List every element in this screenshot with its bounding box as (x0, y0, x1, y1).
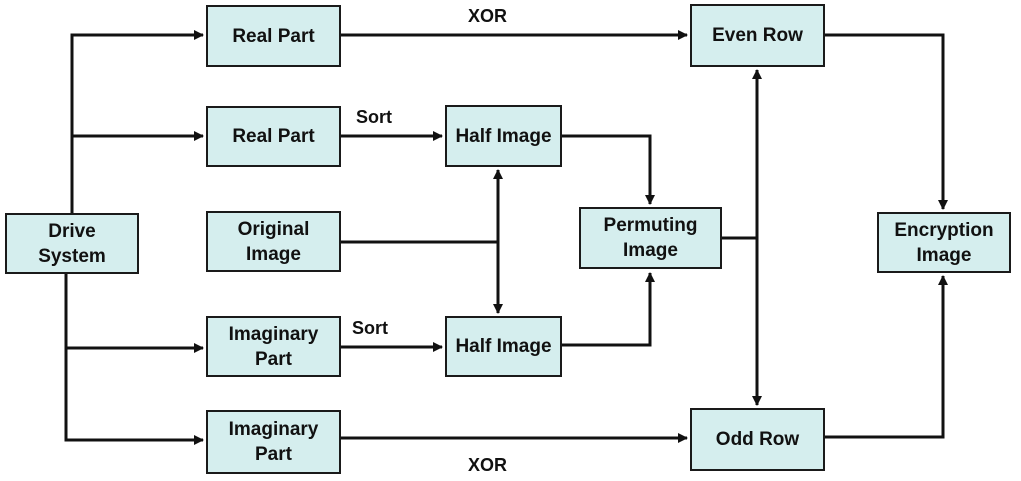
edge-odd-row-to-encryption (825, 275, 948, 439)
edge-label-sort-top: Sort (356, 107, 392, 127)
node-half-image-top: Half Image (445, 105, 562, 167)
edge-half-bottom-to-permuting (562, 272, 655, 347)
node-half-image-bottom: Half Image (445, 316, 562, 377)
node-imaginary-part-bottom: Imaginary Part (206, 410, 341, 474)
edge-drive-to-imag-bottom (64, 274, 204, 445)
node-real-part-mid: Real Part (206, 106, 341, 167)
edge-label-xor-bottom: XOR (468, 455, 508, 475)
node-even-row: Even Row (690, 4, 825, 67)
edge-label-sort-bottom: Sort (352, 318, 388, 338)
node-drive-system: Drive System (5, 213, 139, 274)
node-encryption-image: Encryption Image (877, 212, 1011, 273)
node-real-part-top: Real Part (206, 5, 341, 67)
node-imaginary-part-mid: Imaginary Part (206, 316, 341, 377)
edge-half-top-to-permuting (562, 134, 655, 205)
node-odd-row: Odd Row (690, 408, 825, 471)
node-permuting-image: Permuting Image (579, 207, 722, 269)
node-original-image: Original Image (206, 211, 341, 272)
edge-drive-to-real-top (70, 30, 204, 213)
edge-even-row-to-encryption (825, 33, 948, 210)
edge-label-xor-top: XOR (468, 6, 508, 26)
